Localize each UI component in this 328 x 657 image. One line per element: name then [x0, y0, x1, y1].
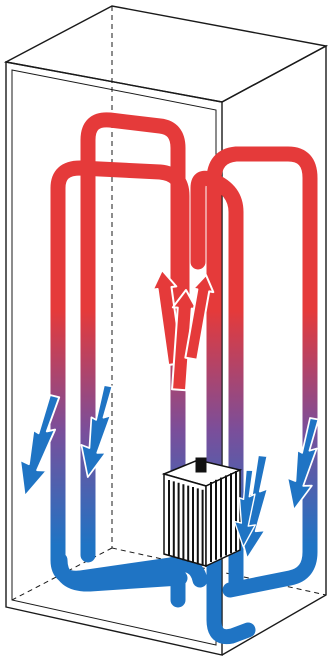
- cabinet-outline: [3, 5, 328, 656]
- warm-air-arrows: [151, 269, 215, 392]
- flow-loop-left-front: [50, 160, 208, 588]
- heater-front: [163, 473, 207, 567]
- cool-air-arrows: [19, 384, 320, 560]
- cabinet-top-face: [3, 5, 328, 103]
- flow-loop-right-outer: [206, 146, 318, 645]
- flow-loop-bottom: [52, 552, 188, 592]
- heater-icon: [161, 457, 243, 568]
- flow-loop-right-inner: [190, 170, 244, 592]
- lightning-arrow-down-icon: [233, 469, 256, 548]
- cabinet-right-face: [221, 44, 327, 656]
- flow-loop-left-outer: [80, 112, 186, 608]
- heater-fins: [168, 471, 237, 566]
- cabinet-front-inner: [11, 69, 217, 646]
- lightning-arrow-down-icon: [80, 384, 114, 478]
- arrow-up-icon: [184, 274, 215, 361]
- heater-knob: [195, 457, 207, 473]
- lightning-arrow-down-icon: [286, 417, 320, 511]
- convection-loops: [50, 112, 318, 645]
- lightning-arrow-down-icon: [19, 394, 61, 498]
